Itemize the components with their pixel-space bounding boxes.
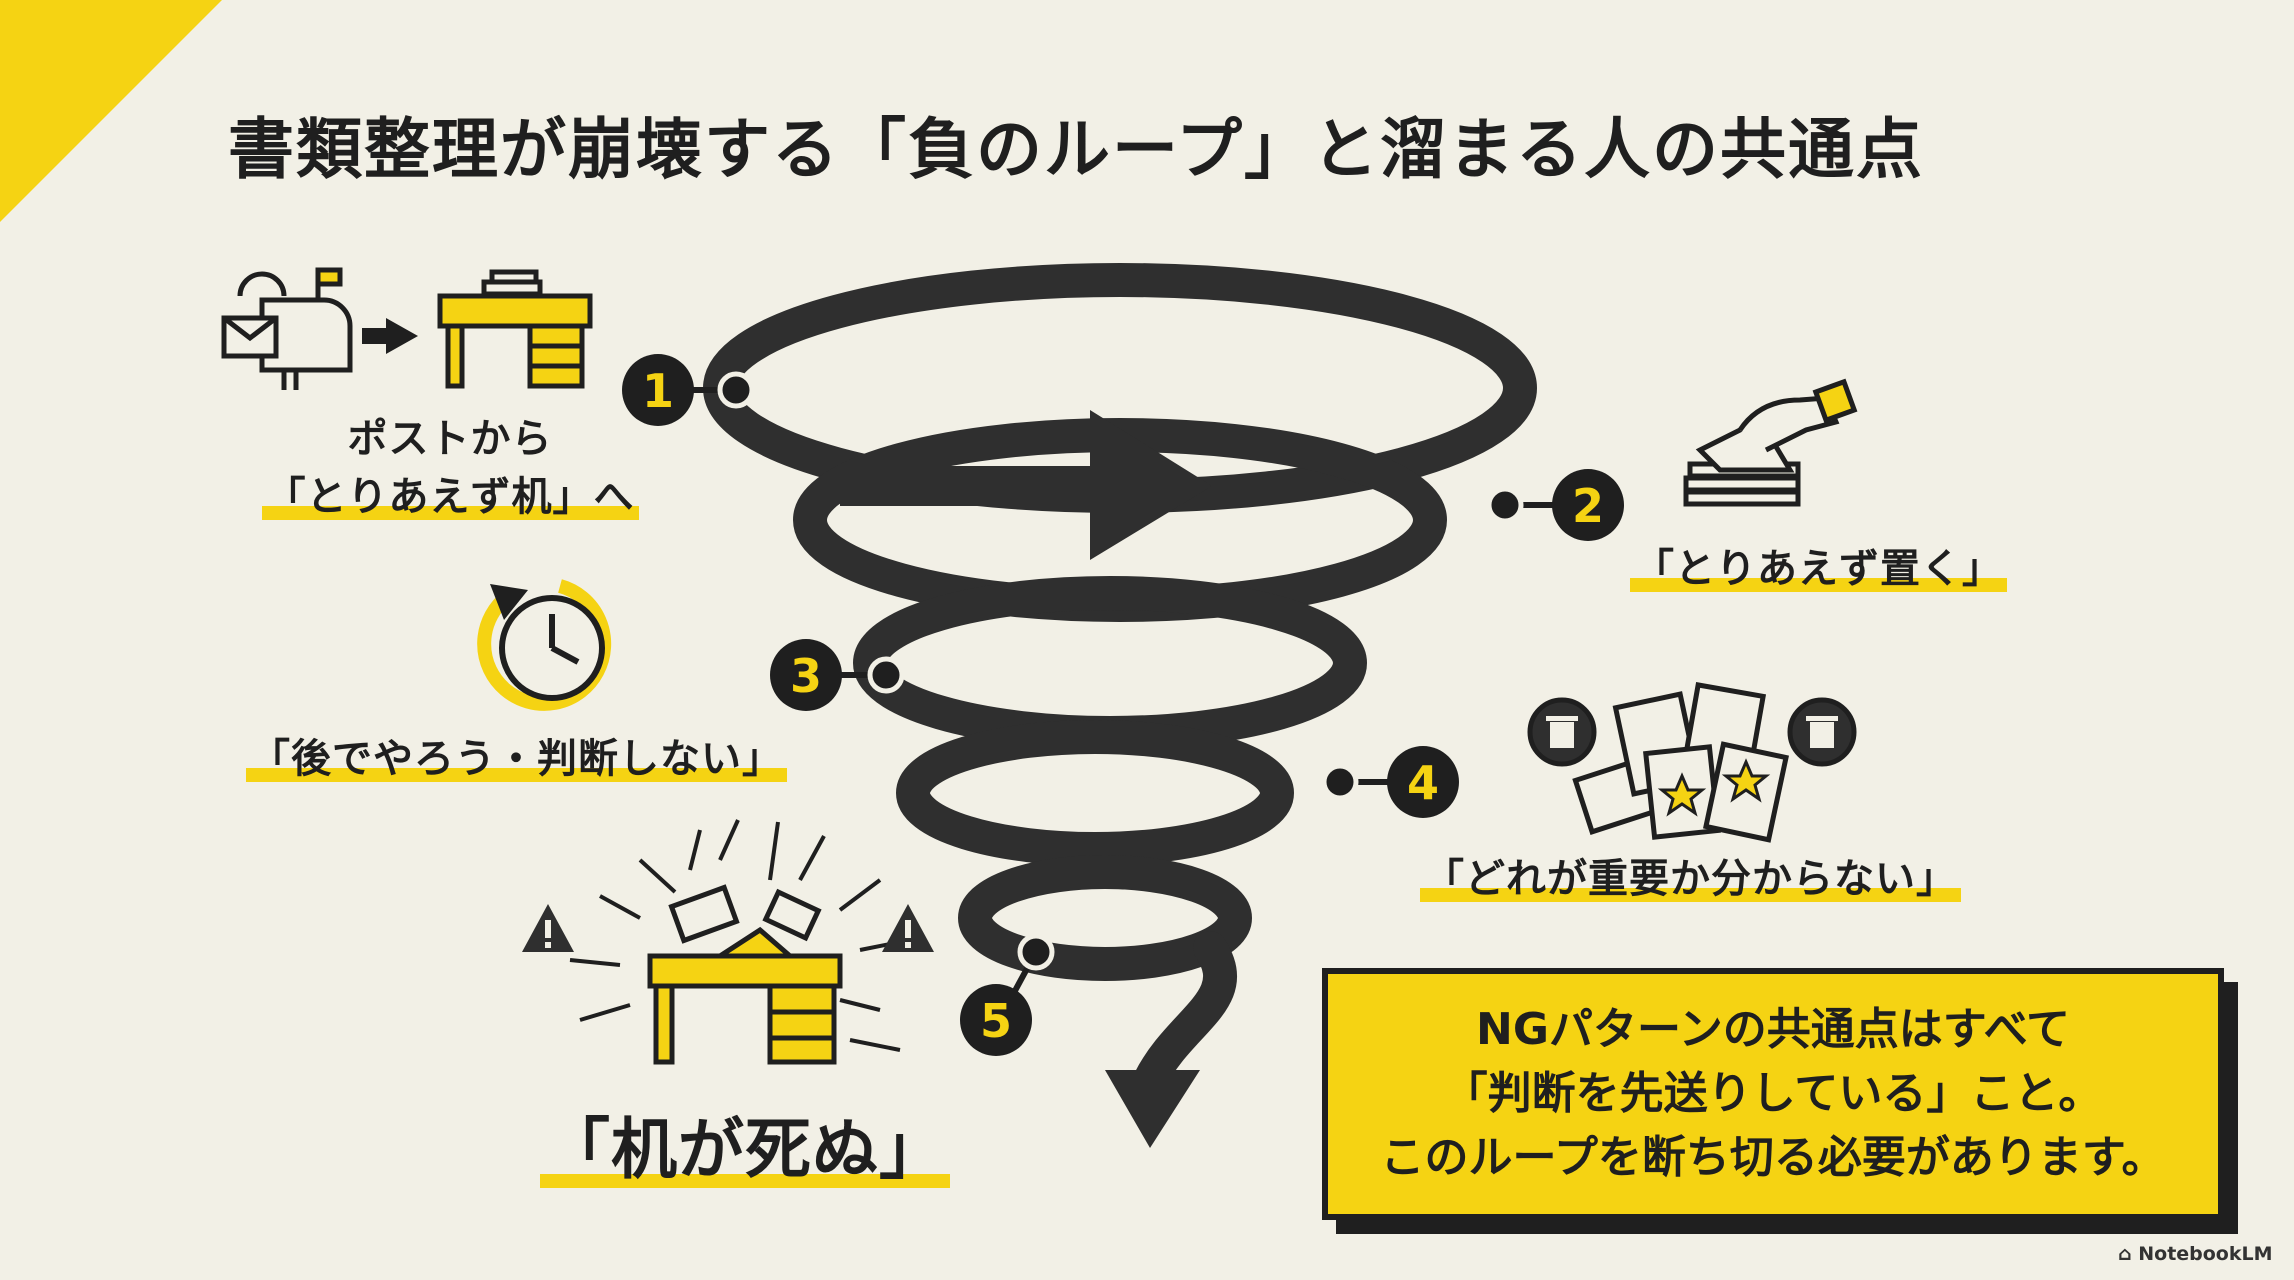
mailbox-icon	[221, 267, 353, 390]
step-3-label-line-1: 「後でやろう・判断しない」	[246, 736, 787, 782]
hand-dropping-paper-icon	[1683, 378, 1858, 507]
spiral-down-arrowhead	[1105, 1070, 1200, 1148]
flow-arrow-icon	[840, 410, 1212, 560]
summary-line-3: このループを断ち切る必要があります。	[1380, 1132, 2166, 1183]
arrow-right-icon	[362, 318, 418, 354]
step-badge-2: 2	[1552, 469, 1624, 541]
summary-callout: NGパターンの共通点はすべて 「判断を先送りしている」こと。 このループを断ち切…	[1322, 968, 2224, 1220]
step-5-label: 「机が死ぬ」	[540, 1108, 950, 1192]
step-badge-5: 5	[960, 984, 1032, 1056]
step-badge-3: 3	[770, 639, 842, 711]
summary-line-1: NGパターンの共通点はすべて	[1476, 1004, 2070, 1055]
spiral-tail	[1133, 931, 1237, 1097]
summary-line-2: 「判断を先送りしている」こと。	[1443, 1068, 2103, 1119]
step-1-label: ポストから 「とりあえず机」へ	[250, 410, 650, 526]
step-3-label: 「後でやろう・判断しない」	[246, 730, 787, 788]
exploding-desk-icon	[569, 819, 911, 1065]
svg-text:3: 3	[790, 649, 822, 703]
brand-watermark: ⌂ NotebookLM	[2118, 1243, 2273, 1265]
corner-accent	[0, 0, 222, 222]
step-2-label-line-1: 「とりあえず置く」	[1630, 546, 2007, 592]
svg-text:5: 5	[980, 994, 1012, 1048]
spiral-ring-5	[958, 855, 1252, 981]
step-5-label-line-1: 「机が死ぬ」	[540, 1111, 950, 1188]
step-badge-1: 1	[622, 354, 694, 426]
svg-text:4: 4	[1407, 756, 1439, 810]
step-1-label-line-2: 「とりあえず机」へ	[261, 474, 639, 520]
clock-rewind-icon	[477, 579, 612, 711]
connector-dots	[717, 371, 1524, 971]
brand-name: NotebookLM	[2138, 1243, 2273, 1265]
step-4-label-line-1: 「どれが重要か分からない」	[1420, 856, 1961, 902]
warning-icon	[522, 904, 574, 952]
desk-icon	[437, 269, 593, 389]
warning-icon	[882, 904, 934, 952]
spiral-ring-4	[896, 720, 1294, 866]
page-title: 書類整理が崩壊する「負のループ」と溜まる人の共通点	[228, 111, 1925, 188]
step-2-label: 「とりあえず置く」	[1630, 540, 2007, 598]
step-4-label: 「どれが重要か分からない」	[1420, 850, 1961, 908]
step-badge-4: 4	[1387, 746, 1459, 818]
svg-text:1: 1	[642, 364, 674, 418]
step-1-label-line-1: ポストから	[347, 416, 553, 462]
notebook-logo-icon: ⌂	[2118, 1243, 2132, 1265]
scattered-documents-icon	[1527, 682, 1857, 843]
svg-text:2: 2	[1572, 479, 1604, 533]
